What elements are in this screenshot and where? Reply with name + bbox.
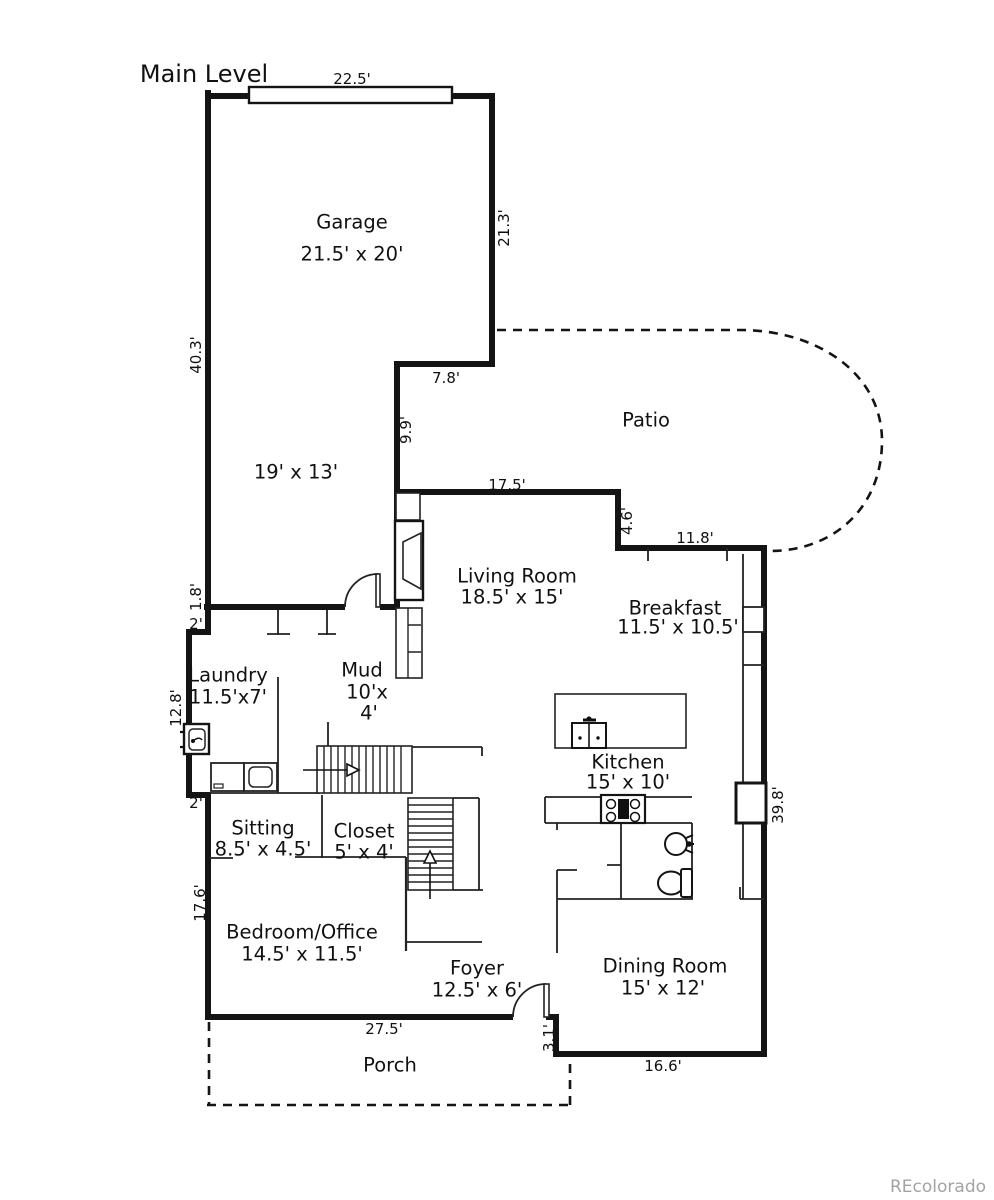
page-title: Main Level — [139, 60, 269, 88]
entry-door — [512, 983, 550, 1018]
island-sink-icon — [571, 716, 607, 749]
room-size-garage: 21.5' x 20' — [300, 242, 404, 266]
dim-garage-right: 21.3' — [495, 209, 513, 247]
porch-outline — [207, 1022, 572, 1107]
watermark: REcolorado — [889, 1177, 987, 1197]
room-label-sitting: Sitting — [231, 816, 295, 840]
room-size-breakfast: 11.5' x 10.5' — [617, 615, 739, 639]
interior-walls — [209, 548, 764, 953]
dim-living-top: 17.5' — [488, 476, 526, 494]
sliding-door-ticks — [647, 548, 728, 561]
room-label-patio: Patio — [622, 408, 670, 432]
room-label-living: Living Room — [457, 564, 577, 588]
dim-breakfast-step: 4.6' — [618, 507, 636, 535]
dim-bay-right: 9.9' — [397, 416, 415, 444]
dim-left-upper-jog: 1.8' — [187, 583, 205, 611]
dim-foyer-step: 3.1' — [540, 1024, 558, 1052]
room-size-bedroom-office: 14.5' x 11.5' — [241, 942, 363, 966]
room-label-garage: Garage — [316, 210, 388, 234]
kitchen-island — [554, 693, 687, 749]
room-label-breakfast: Breakfast — [628, 596, 722, 620]
room-size-sitting: 8.5' x 4.5' — [214, 837, 312, 861]
dim-garage-door-width: 22.5' — [333, 70, 371, 88]
dim-left-jog-a: 2' — [189, 615, 203, 633]
room-label-porch: Porch — [363, 1053, 417, 1077]
room-size-laundry: 11.5'x7' — [188, 685, 268, 709]
room-size-dining: 15' x 12' — [620, 976, 706, 1000]
garage-entry-door — [344, 573, 381, 608]
room-label-kitchen: Kitchen — [591, 750, 665, 774]
room-size-kitchen: 15' x 10' — [585, 770, 671, 794]
dim-left-mid: 12.8' — [167, 689, 185, 727]
room-size-living: 18.5' x 15' — [460, 585, 564, 609]
room-label-dining: Dining Room — [602, 954, 728, 978]
room-size-mud-2: 4' — [360, 701, 378, 725]
stairs-right-arrow — [303, 762, 361, 778]
washer-icon — [210, 762, 245, 792]
exterior-walls — [186, 90, 767, 1057]
powder-sink-icon — [664, 832, 694, 856]
dim-left-lower: 17.6' — [191, 884, 209, 922]
wall-cabinet-icon — [395, 492, 421, 521]
dryer-icon — [243, 762, 278, 792]
room-label-laundry: Laundry — [188, 663, 268, 687]
dim-garage-left: 40.3' — [187, 336, 205, 374]
dim-breakfast-top: 11.8' — [676, 529, 714, 547]
dim-left-jog-b: 2' — [189, 794, 203, 812]
garage-door — [247, 85, 454, 105]
dim-dining-bottom: 16.6' — [644, 1057, 682, 1075]
room-size-garage-bay: 19' x 13' — [253, 460, 339, 484]
dim-porch-top: 27.5' — [365, 1020, 403, 1038]
stairs-upper-flight — [303, 745, 413, 794]
room-label-mud: Mud — [341, 658, 383, 682]
dim-garage-notch: 7.8' — [432, 369, 460, 387]
window-icon — [742, 606, 765, 633]
patio-outline — [497, 328, 884, 553]
dim-right-wall: 39.8' — [769, 786, 787, 824]
stove-icon — [599, 793, 647, 825]
room-label-foyer: Foyer — [449, 956, 505, 980]
room-label-closet: Closet — [333, 819, 395, 843]
room-size-mud-1: 10'x — [346, 680, 388, 704]
room-size-foyer: 12.5' x 6' — [431, 978, 523, 1002]
toilet-icon — [657, 868, 693, 898]
stairs-lower-flight — [407, 797, 454, 899]
built-in-shelves-icon — [395, 607, 423, 679]
stairs-up-arrow — [422, 849, 438, 899]
right-wall-fireplace-icon — [734, 781, 768, 825]
utility-sink-icon — [180, 722, 211, 756]
fireplace-icon — [393, 519, 425, 602]
room-size-closet: 5' x 4' — [334, 840, 394, 864]
room-label-bedroom-office: Bedroom/Office — [226, 920, 378, 944]
